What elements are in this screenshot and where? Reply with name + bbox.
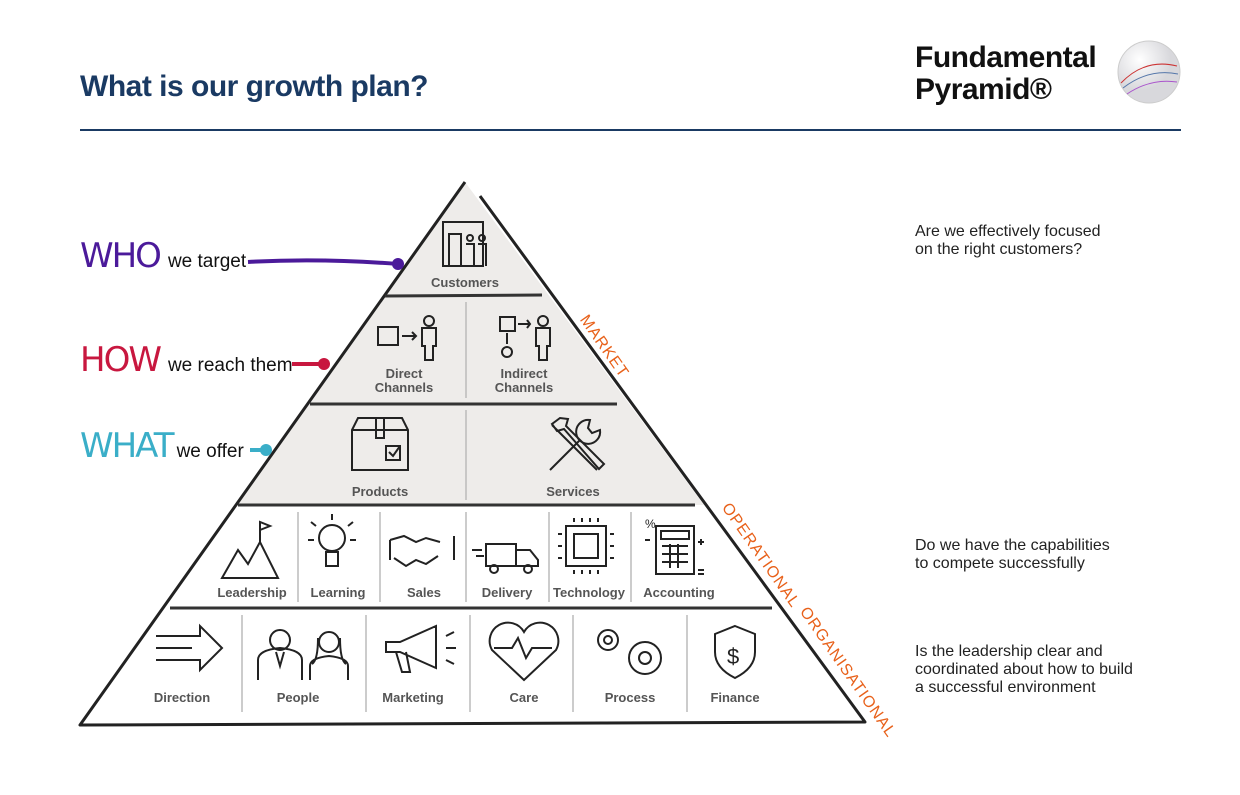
question-line: Are we effectively focused xyxy=(915,223,1101,240)
how-label: HOW we reach them xyxy=(80,340,293,380)
label-line: Channels xyxy=(494,380,554,395)
customers-icon xyxy=(442,221,487,267)
question-line: on the right customers? xyxy=(915,241,1083,258)
question-leadership: Is the leadership clear and coordinated … xyxy=(915,643,1133,697)
what-label: WHAT we offer xyxy=(80,426,244,466)
who-dot xyxy=(392,258,404,270)
what-dot xyxy=(260,444,272,456)
svg-text:%: % xyxy=(645,517,656,531)
question-customers: Are we effectively focused on the right … xyxy=(915,223,1101,259)
how-text: we reach them xyxy=(167,355,293,376)
shield-dollar-icon: $ xyxy=(714,624,756,680)
lightbulb-icon xyxy=(308,514,356,567)
technology-label: Technology xyxy=(553,585,625,600)
accounting-label: Accounting xyxy=(643,585,715,600)
mountain-flag-icon xyxy=(220,520,280,579)
process-label: Process xyxy=(604,690,656,705)
direction-arrows-icon xyxy=(156,623,224,673)
handshake-icon xyxy=(389,534,455,568)
label-line: Indirect xyxy=(500,366,548,381)
product-box-icon xyxy=(351,417,409,471)
who-connector xyxy=(247,258,399,266)
direct-channel-icon xyxy=(377,315,437,361)
brand-line-1: Fundamental xyxy=(915,41,1097,74)
indirect-channel-icon xyxy=(499,315,551,361)
delivery-label: Delivery xyxy=(481,585,533,600)
customers-label: Customers xyxy=(431,275,499,290)
what-text: we offer xyxy=(176,441,244,462)
question-line: Do we have the capabilities xyxy=(915,537,1110,554)
brand-line-2: Pyramid® xyxy=(915,73,1052,106)
who-keyword: WHO xyxy=(80,236,162,276)
question-capabilities: Do we have the capabilities to compete s… xyxy=(915,537,1110,573)
question-line: a successful environment xyxy=(915,679,1096,696)
label-line: Channels xyxy=(374,380,434,395)
services-label: Services xyxy=(546,484,600,499)
question-line: coordinated about how to build xyxy=(915,661,1133,678)
cell-separators xyxy=(241,302,688,712)
svg-text:$: $ xyxy=(727,644,739,669)
people-icon xyxy=(257,629,349,680)
tier-divider xyxy=(384,293,543,298)
what-keyword: WHAT xyxy=(80,426,175,466)
brand-logo-text: Fundamental Pyramid® xyxy=(915,41,1097,106)
gears-icon xyxy=(597,629,662,675)
question-line: Is the leadership clear and xyxy=(915,643,1103,660)
page-title: What is our growth plan? xyxy=(80,70,428,103)
how-dot xyxy=(318,358,330,370)
calculator-icon: % xyxy=(645,517,704,575)
header-divider xyxy=(80,129,1181,131)
products-label: Products xyxy=(351,484,409,499)
tools-icon xyxy=(549,416,606,471)
care-label: Care xyxy=(509,690,539,705)
microchip-icon xyxy=(558,518,614,574)
sales-label: Sales xyxy=(407,585,441,600)
direction-label: Direction xyxy=(153,690,211,705)
sphere-logo-icon xyxy=(1117,40,1181,104)
finance-label: Finance xyxy=(710,690,760,705)
who-text: we target xyxy=(167,251,247,272)
question-line: to compete successfully xyxy=(915,555,1085,572)
pyramid-outline xyxy=(78,181,867,727)
delivery-truck-icon xyxy=(472,543,539,574)
learning-label: Learning xyxy=(310,585,366,600)
leadership-label: Leadership xyxy=(217,585,287,600)
how-keyword: HOW xyxy=(80,340,162,380)
heart-pulse-icon xyxy=(488,621,560,682)
marketing-label: Marketing xyxy=(382,690,444,705)
label-line: Direct xyxy=(385,366,423,381)
megaphone-icon xyxy=(385,624,456,673)
pyramid-market-fill xyxy=(236,182,704,505)
people-label: People xyxy=(276,690,320,705)
who-label: WHO we target xyxy=(80,236,246,276)
